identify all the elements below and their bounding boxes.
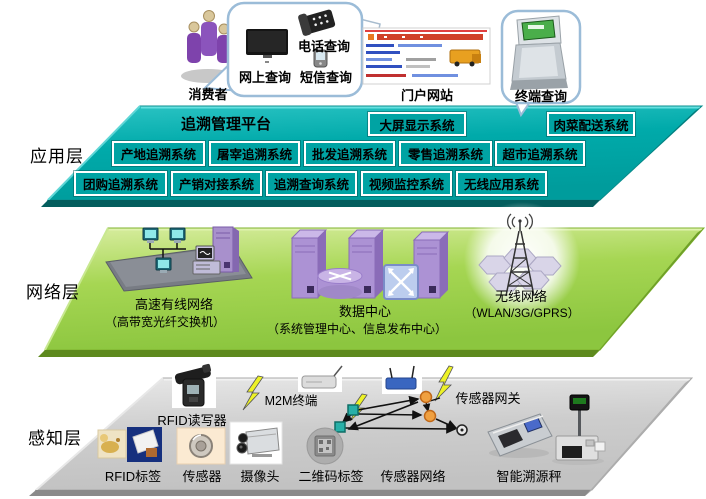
switch-icon [383, 264, 419, 300]
rfid-tag-icon [97, 427, 162, 462]
perception-layer-label: 感知层 [28, 429, 82, 448]
sensor-label: 传感器 [182, 469, 222, 484]
radio-waves-icon [507, 213, 533, 230]
system-box-retail-trace: 零售追溯系统 [399, 141, 492, 166]
system-box-meat-veg-delivery: 肉菜配送系统 [547, 112, 635, 136]
wireless-network-label: 无线网络 [494, 289, 547, 304]
portal-website-icon [362, 27, 491, 85]
system-box-supermarket-trace: 超市追溯系统 [495, 141, 585, 166]
truck-image [449, 49, 481, 67]
sms-query-label: 短信查询 [299, 70, 352, 85]
m2m-terminal-label: M2M终端 [264, 394, 318, 408]
router-icon [317, 268, 363, 299]
mobile-phone-icon [313, 49, 328, 68]
system-box-trace-query: 追溯查询系统 [266, 171, 357, 196]
wired-network-sublabel: （高带宽光纤交换机） [104, 315, 225, 329]
portal-label: 门户网站 [400, 88, 453, 103]
wired-lan-icon [105, 226, 253, 292]
data-center-label: 数据中心 [338, 304, 391, 319]
gateway-node-icon [419, 390, 433, 404]
lan-desktop-icon [192, 245, 221, 275]
application-layer-label: 应用层 [30, 147, 84, 166]
sensor-network-label: 传感器网络 [380, 469, 446, 484]
sensor-gateway-label: 传感器网关 [455, 391, 521, 406]
platform-title: 追溯管理平台 [180, 116, 271, 133]
m2m-terminal-icon [298, 365, 343, 392]
qr-tag-label: 二维码标签 [298, 469, 364, 484]
wired-network-label: 高速有线网络 [134, 297, 213, 312]
sensor-node-icon [347, 404, 359, 416]
lan-server-icon [212, 226, 239, 273]
kiosk-icon [510, 15, 568, 90]
system-box-origin-trace: 产地追溯系统 [112, 141, 205, 166]
wireless-router-icon [382, 365, 422, 394]
rfid-reader-icon [172, 363, 216, 408]
terminal-label: 终端查询 [514, 89, 567, 104]
consumer-label: 消费者 [188, 87, 228, 102]
system-box-big-screen: 大屏显示系统 [368, 112, 466, 136]
system-box-video-monitor: 视频监控系统 [361, 171, 452, 196]
phone-query-label: 电话查询 [297, 39, 350, 54]
rfid-tag-label: RFID标签 [104, 469, 162, 484]
smart-scale-icon [487, 394, 606, 465]
network-layer-label: 网络层 [26, 283, 80, 302]
query-bubble [202, 1, 381, 98]
rfid-reader-label: RFID读写器 [157, 413, 227, 428]
camera-icon [229, 421, 283, 465]
telephone-icon [298, 9, 336, 36]
system-box-wireless-app: 无线应用系统 [456, 171, 547, 196]
qr-code-tag-icon [306, 427, 344, 465]
system-box-group-buy-trace: 团购追溯系统 [74, 171, 167, 196]
system-box-slaughter-trace: 屠宰追溯系统 [209, 141, 300, 166]
wireless-tower-icon [478, 213, 562, 297]
sensor-icon [176, 427, 226, 465]
data-center-icon [290, 229, 450, 300]
data-center-sublabel: （系统管理中心、信息发布中心） [266, 322, 447, 336]
smart-scale-label: 智能溯源秤 [496, 469, 562, 484]
online-query-label: 网上查询 [238, 70, 291, 85]
system-box-production-sales: 产销对接系统 [171, 171, 262, 196]
gateway-node-icon [423, 409, 437, 423]
monitor-icon [246, 29, 288, 63]
sensor-node-icon [334, 421, 346, 433]
terminal-bubble [500, 9, 582, 118]
lan-computer-icon [142, 227, 186, 273]
wireless-network-sublabel: （WLAN/3G/GPRS） [464, 306, 580, 320]
camera-label: 摄像头 [240, 469, 280, 484]
system-box-wholesale-trace: 批发追溯系统 [304, 141, 395, 166]
